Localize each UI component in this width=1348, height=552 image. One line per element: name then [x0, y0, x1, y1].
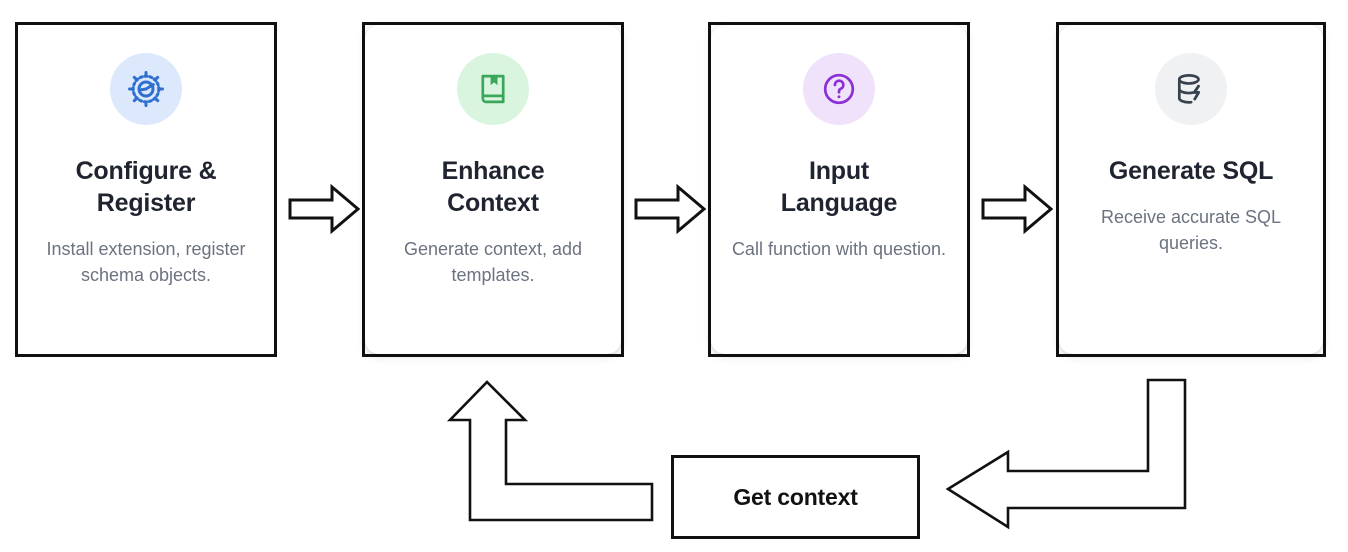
- arrow-up-elbow-icon: [440, 372, 680, 542]
- arrow-right-icon: [981, 184, 1053, 234]
- step-title-line-2: Context: [447, 189, 539, 217]
- step-title-line-2: Language: [780, 189, 898, 217]
- arrow-feedback-up: [440, 372, 680, 542]
- step-title: Generate SQL: [1099, 155, 1283, 187]
- arrow-right-icon: [634, 184, 706, 234]
- book-bookmark-icon-badge: [457, 53, 529, 125]
- step-description: Receive accurate SQL queries.: [1100, 207, 1282, 253]
- step-title: Configure & Register: [66, 155, 227, 219]
- step-card-input-language[interactable]: Input Language Call function with questi…: [708, 22, 970, 357]
- step-description: Install extension, register schema objec…: [46, 239, 246, 285]
- step-description: Call function with question.: [731, 239, 947, 259]
- step-description: Generate context, add templates.: [403, 239, 583, 285]
- gear-icon-badge: [110, 53, 182, 125]
- step-card-enhance-context[interactable]: Enhance Context Generate context, add te…: [362, 22, 624, 357]
- step-title-line-1: Input: [808, 157, 870, 185]
- step-title: Enhance Context: [432, 155, 555, 219]
- arrow-step1-step2: [288, 184, 360, 234]
- step-card-generate-sql[interactable]: Generate SQL Receive accurate SQL querie…: [1056, 22, 1326, 357]
- arrow-left-elbow-icon: [940, 372, 1190, 532]
- step-card-inner: Input Language Call function with questi…: [711, 25, 967, 354]
- step-title-line-1: Configure &: [75, 157, 217, 185]
- feedback-node-get-context[interactable]: Get context: [671, 455, 920, 539]
- database-bolt-icon: [1173, 71, 1209, 107]
- arrow-step3-step4: [981, 184, 1053, 234]
- question-circle-icon-badge: [803, 53, 875, 125]
- step-card-inner: Enhance Context Generate context, add te…: [365, 25, 621, 354]
- step-title: Input Language: [771, 155, 907, 219]
- step-card-configure-register[interactable]: Configure & Register Install extension, …: [15, 22, 277, 357]
- book-bookmark-icon: [475, 71, 511, 107]
- step-title-line-1: Generate SQL: [1108, 157, 1274, 185]
- feedback-node-label: Get context: [733, 483, 858, 510]
- step-card-inner: Configure & Register Install extension, …: [18, 25, 274, 354]
- question-circle-icon: [821, 71, 857, 107]
- arrow-right-icon: [288, 184, 360, 234]
- arrow-feedback-return: [940, 372, 1190, 532]
- step-title-line-2: Register: [96, 189, 196, 217]
- database-bolt-icon-badge: [1155, 53, 1227, 125]
- step-card-inner: Generate SQL Receive accurate SQL querie…: [1059, 25, 1323, 354]
- step-title-line-1: Enhance: [441, 157, 545, 185]
- arrow-step2-step3: [634, 184, 706, 234]
- gear-icon: [127, 70, 165, 108]
